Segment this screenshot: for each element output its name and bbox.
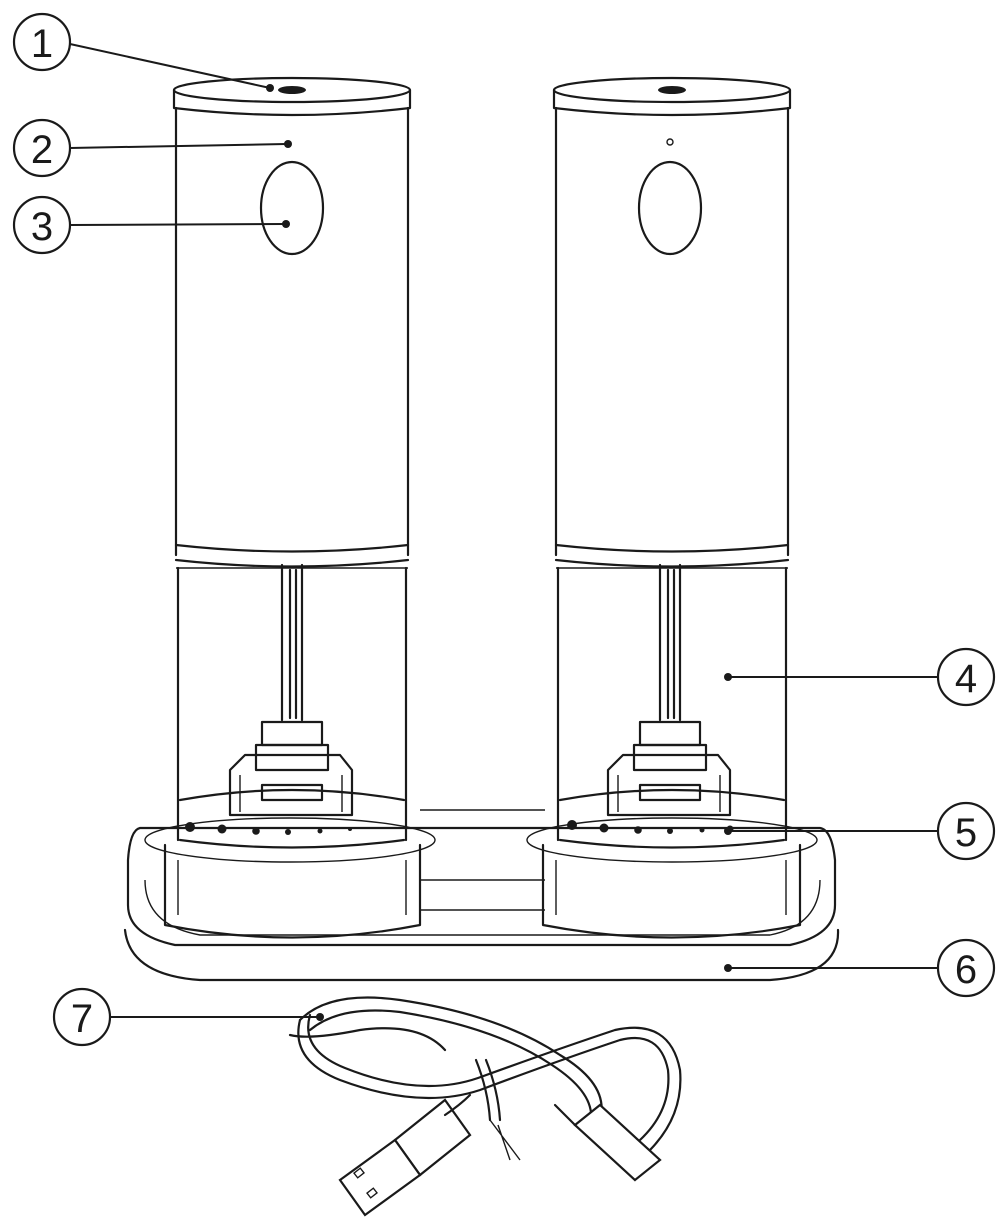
right-indicator-light bbox=[666, 138, 674, 146]
leader-lines bbox=[69, 43, 940, 1021]
callout-5-label: 5 bbox=[955, 811, 977, 855]
right-power-button bbox=[637, 160, 703, 256]
callout-4: 4 bbox=[936, 647, 996, 707]
callout-4-label: 4 bbox=[955, 657, 977, 701]
callout-3: 3 bbox=[12, 195, 72, 255]
right-grinder bbox=[541, 76, 802, 939]
callout-5: 5 bbox=[936, 801, 996, 861]
usb-c-connector bbox=[553, 1103, 662, 1182]
callout-2: 2 bbox=[12, 118, 72, 178]
callout-2-label: 2 bbox=[31, 128, 53, 172]
usb-a-connector bbox=[338, 1093, 472, 1217]
callout-7-label: 7 bbox=[71, 997, 93, 1041]
callout-6: 6 bbox=[936, 938, 996, 998]
callout-1: 1 bbox=[12, 12, 72, 72]
callout-3-label: 3 bbox=[31, 205, 53, 249]
callout-1-label: 1 bbox=[31, 22, 53, 66]
charging-base bbox=[123, 809, 840, 982]
left-indicator-light bbox=[284, 140, 292, 148]
callout-7: 7 bbox=[52, 987, 112, 1047]
callout-6-label: 6 bbox=[955, 948, 977, 992]
left-grinder bbox=[163, 76, 422, 939]
usb-cable bbox=[288, 996, 682, 1217]
left-power-button bbox=[259, 160, 325, 256]
